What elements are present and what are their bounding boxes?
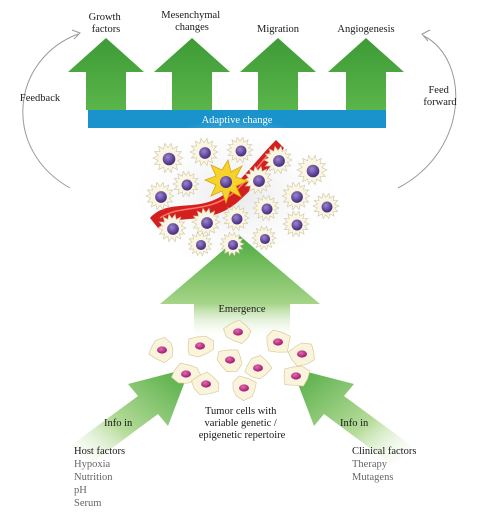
tumor-cell-nucleus [297,350,307,358]
output-label-angiogenesis: Angiogenesis [337,24,394,35]
label-line: factors [92,24,121,35]
clinical-factor-item: Mutagens [352,472,393,483]
tumor-cell-nucleus [273,338,283,346]
cell-nucleus [253,175,265,187]
cell-nucleus [259,233,271,245]
label-line: Feed [428,85,449,96]
cell-nucleus [167,223,179,235]
cell-nucleus [306,164,320,178]
tumor-cell-nucleus [291,372,301,380]
feedback-curve [22,33,79,189]
blood-vessel-highlight [159,149,273,219]
cell-nucleus [195,239,207,251]
info-in-left-label: Info in [104,418,133,429]
cell-nucleus [162,152,176,166]
tumor-cell-nucleus [195,342,205,350]
host-factor-item: Nutrition [74,472,113,483]
cell-nucleus [201,217,213,229]
mesenchymal-arrow [154,38,230,110]
tumor-cell-nucleus [253,364,263,372]
cell-nucleus [199,147,211,159]
feedback-arrowhead [71,29,81,40]
tumor-cell-nucleus [233,328,243,336]
host-factors-list: Hypoxia Nutrition pH Serum [74,459,115,509]
cell-nucleus [155,191,167,203]
host-factor-item: pH [74,485,87,496]
label-line: Mesenchymal [161,10,220,21]
cell-nucleus [181,179,193,191]
output-label-migration: Migration [257,24,300,35]
tumor-cell-cluster [148,319,315,402]
cell-nucleus [321,201,333,213]
tumor-cell-nucleus [181,370,191,378]
output-arrows [68,38,404,110]
info-in-right-label: Info in [340,418,369,429]
label-line: changes [175,22,209,33]
cell-nucleus [291,191,303,203]
label-line: epigenetic repertoire [199,430,286,441]
output-label-growth: Growth factors [89,12,124,35]
label-line: forward [423,97,457,108]
emergence-label: Emergence [218,304,265,315]
tumor-cell-nucleus [157,346,167,354]
host-factors-title: Host factors [74,446,125,457]
burst-nucleus [220,176,232,188]
clinical-factors-list: Therapy Mutagens [352,459,393,483]
feed-forward-curve [397,35,457,189]
tumor-cell-nucleus [239,384,249,392]
adaptive-change-label: Adaptive change [202,115,273,126]
tumor-cell-nucleus [201,380,211,388]
cell-nucleus [261,203,273,215]
cell-nucleus [231,213,243,225]
feed-forward-arrowhead [421,29,431,42]
cell-nucleus [273,155,285,167]
blood-vessel [150,140,284,228]
clinical-factor-item: Therapy [352,459,388,470]
host-factor-item: Serum [74,498,101,509]
tumor-mass [145,136,340,257]
info-in-right-arrow [292,368,412,466]
label-line: variable genetic / [205,418,277,429]
clinical-factors-title: Clinical factors [352,446,416,457]
output-label-mesenchymal: Mesenchymal changes [161,10,223,33]
cell-nucleus [235,145,247,157]
migration-arrow [240,38,316,110]
tumor-cell-nucleus [225,356,235,364]
cell-nucleus [291,219,303,231]
angiogenesis-arrow [328,38,404,110]
growth-factors-arrow [68,38,144,110]
cell-nucleus [227,239,239,251]
feed-forward-label: Feed forward [423,85,457,108]
label-line: Growth [89,12,122,23]
feedback-label: Feedback [20,93,61,104]
info-in-left-arrow [70,368,190,466]
emergence-arrow [160,236,320,340]
label-line: Tumor cells with [205,406,277,417]
tumor-cells-label: Tumor cells with variable genetic / epig… [199,406,286,441]
host-factor-item: Hypoxia [74,459,111,470]
